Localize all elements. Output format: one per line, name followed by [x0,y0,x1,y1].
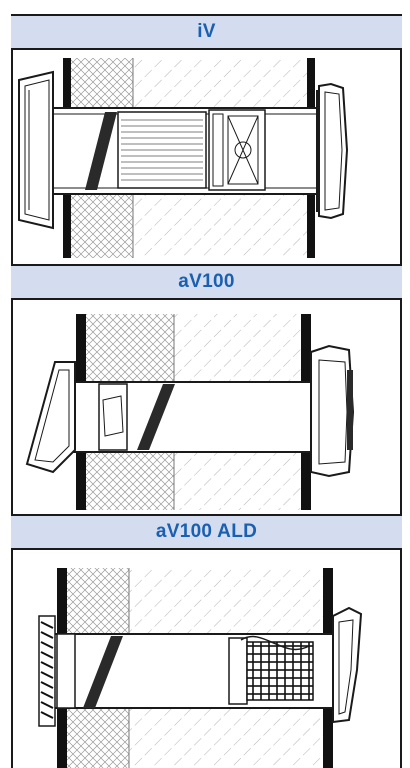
inner-cover [318,82,349,220]
section-header-av100: aV100 [11,264,402,300]
iv-cross-section-drawing [18,58,349,258]
panel-av100-ald [13,550,400,768]
panel-av100 [13,300,400,514]
silencer-filter [85,112,117,190]
silencer-box [228,637,248,705]
acoustic-grid [246,641,314,701]
section-title: iV [197,21,216,42]
damper-unit [98,383,128,451]
section-header-av100-ald: aV100 ALD [11,514,402,550]
outer-hood [25,361,76,474]
inner-cover [332,606,363,724]
av100-ald-cross-section-drawing [38,568,363,768]
section-header-iv: iV [11,14,402,50]
heat-exchanger [208,109,266,191]
av100-cross-section-drawing [25,314,355,510]
panel-iv [13,50,400,264]
section-title: aV100 ALD [155,521,258,542]
silencer-filter [83,636,123,708]
section-title: aV100 [178,271,235,292]
outer-hood [18,70,54,230]
silencer-filter [137,384,175,450]
